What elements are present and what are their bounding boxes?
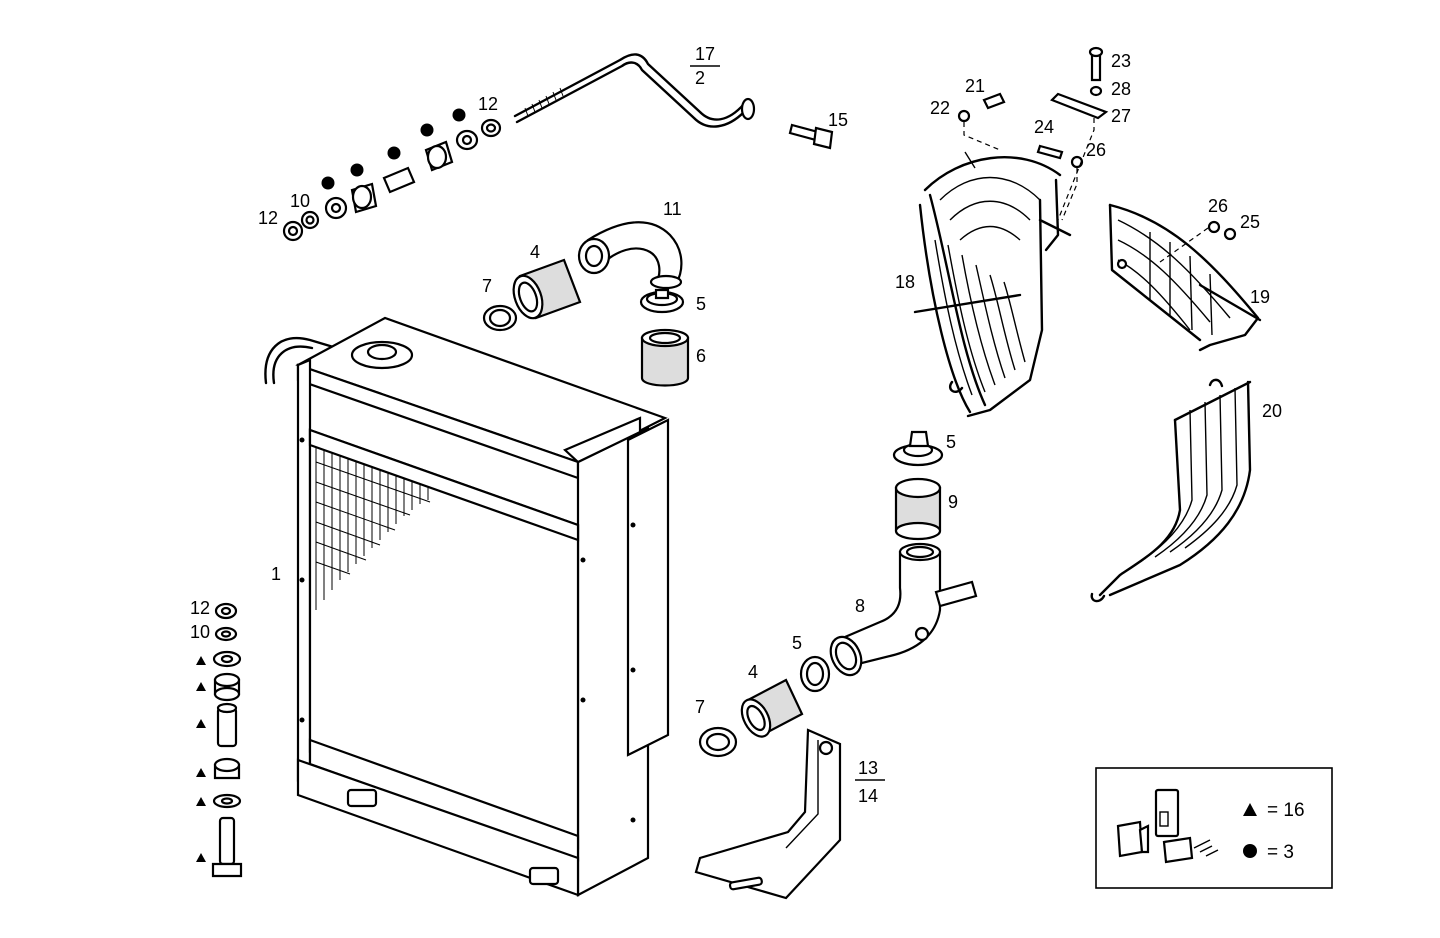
fan-guard-18 xyxy=(913,151,1072,418)
label-17: 17 xyxy=(695,44,715,64)
label-26-lower: 26 xyxy=(1208,196,1228,216)
label-18: 18 xyxy=(895,272,915,292)
overflow-pipe xyxy=(513,53,756,128)
label-7-upper: 7 xyxy=(482,276,492,296)
label-5-upper: 5 xyxy=(696,294,706,314)
label-19: 19 xyxy=(1250,287,1270,307)
label-4-lower: 4 xyxy=(748,662,758,682)
mount-stack-left xyxy=(211,602,243,878)
label-25: 25 xyxy=(1240,212,1260,232)
label-28: 28 xyxy=(1111,79,1131,99)
label-23: 23 xyxy=(1111,51,1131,71)
mounting-bracket xyxy=(694,728,842,900)
fan-guard-19 xyxy=(1108,203,1262,352)
fan-hardware xyxy=(957,46,1237,263)
label-9: 9 xyxy=(948,492,958,512)
callout-labels: 1 12 10 12 10 12 17 2 15 11 4 7 5 6 5 9 … xyxy=(190,44,1282,806)
label-12-top-left: 12 xyxy=(258,208,278,228)
label-26-upper: 26 xyxy=(1086,140,1106,160)
label-11: 11 xyxy=(663,199,682,219)
label-4-upper: 4 xyxy=(530,242,540,262)
label-14: 14 xyxy=(858,786,878,806)
legend-dot-icon xyxy=(1243,844,1257,858)
label-24: 24 xyxy=(1034,117,1054,137)
label-21: 21 xyxy=(965,76,985,96)
pipe-fittings-row xyxy=(282,118,502,242)
label-10-top: 10 xyxy=(290,191,310,211)
label-5-lower: 5 xyxy=(792,633,802,653)
label-1: 1 xyxy=(271,564,281,584)
legend-box: = 16 = 3 xyxy=(1095,767,1333,889)
kit-illustration xyxy=(1116,788,1219,864)
label-5-right: 5 xyxy=(946,432,956,452)
fan-guard-20 xyxy=(1090,378,1252,603)
triangle-markers-left xyxy=(196,656,206,862)
label-12-left: 12 xyxy=(190,598,210,618)
legend-triangle-icon xyxy=(1243,803,1257,816)
label-7-lower: 7 xyxy=(695,697,705,717)
label-12-top-right: 12 xyxy=(478,94,498,114)
label-20: 20 xyxy=(1262,401,1282,421)
radiator xyxy=(264,316,670,897)
label-22: 22 xyxy=(930,98,950,118)
bolt-15 xyxy=(788,123,834,150)
upper-hose-group xyxy=(482,221,690,387)
lower-hose-group xyxy=(698,430,978,758)
label-8: 8 xyxy=(855,596,865,616)
label-10-left: 10 xyxy=(190,622,210,642)
legend-dot-text: = 3 xyxy=(1267,842,1294,863)
legend-triangle-text: = 16 xyxy=(1267,800,1305,821)
label-6: 6 xyxy=(696,346,706,366)
label-15: 15 xyxy=(828,110,848,130)
label-2: 2 xyxy=(695,68,705,88)
label-27: 27 xyxy=(1111,106,1131,126)
label-13: 13 xyxy=(858,758,878,778)
dot-markers-top xyxy=(321,108,466,190)
